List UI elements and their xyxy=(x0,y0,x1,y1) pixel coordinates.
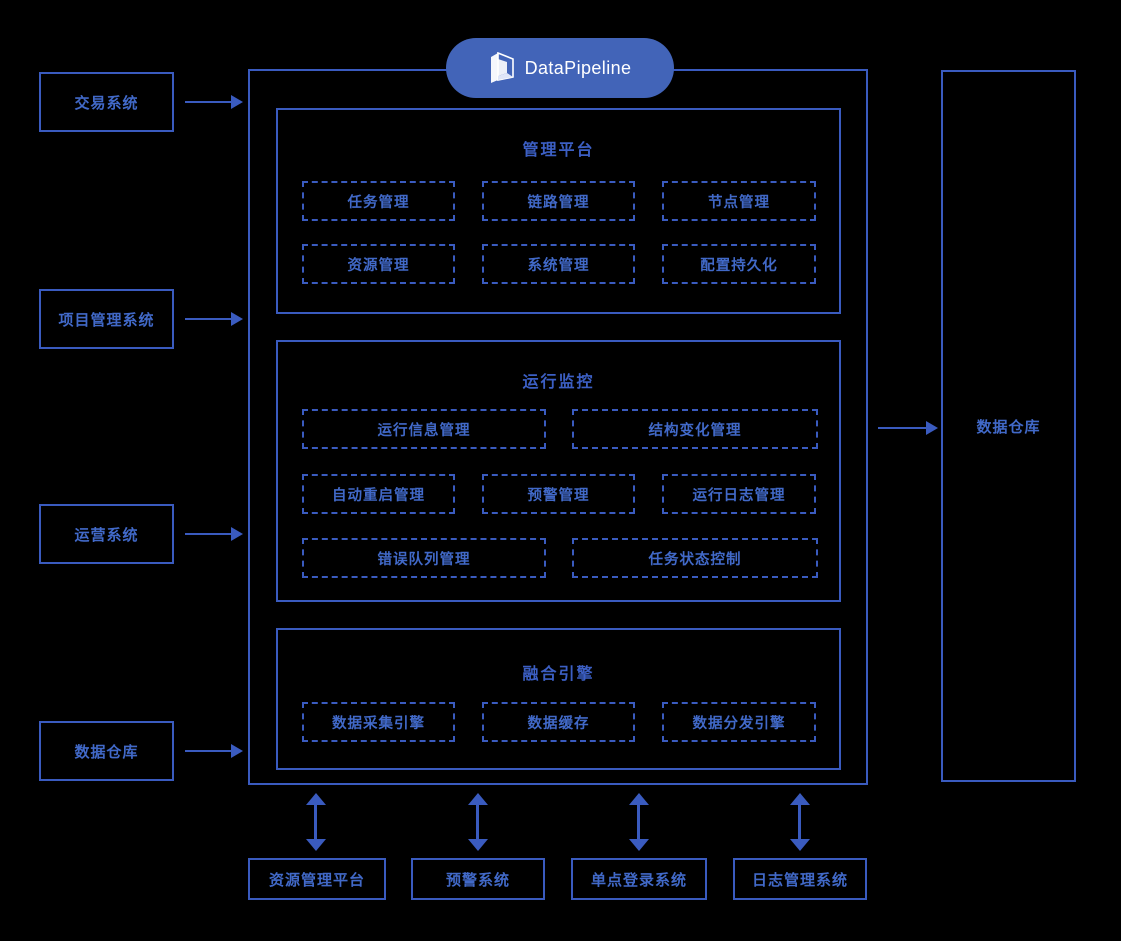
module-label: 数据分发引擎 xyxy=(692,715,786,732)
arrow-source-2-to-platform xyxy=(185,527,243,541)
module-label: 节点管理 xyxy=(708,194,770,211)
section-title-management-platform: 管理平台 xyxy=(522,142,595,159)
source-box-1-label: 项目管理系统 xyxy=(58,311,155,329)
arrow-bidirectional-support-0 xyxy=(306,793,326,851)
support-box-3-label: 日志管理系统 xyxy=(751,871,848,889)
section-runtime-monitoring xyxy=(276,340,841,602)
module-label: 任务状态控制 xyxy=(648,551,742,568)
support-box-1-label: 预警系统 xyxy=(445,871,510,889)
module-alert-management[interactable]: 预警管理 xyxy=(482,474,635,514)
support-box-1[interactable]: 预警系统 xyxy=(411,858,545,900)
module-label: 配置持久化 xyxy=(700,257,778,274)
module-data-distribution-engine[interactable]: 数据分发引擎 xyxy=(662,702,816,742)
module-link-management[interactable]: 链路管理 xyxy=(482,181,635,221)
module-label: 任务管理 xyxy=(347,194,410,211)
module-auto-restart-management[interactable]: 自动重启管理 xyxy=(302,474,455,514)
section-fusion-engine xyxy=(276,628,841,770)
section-title-fusion-engine: 融合引擎 xyxy=(522,666,595,683)
module-runtime-log-management[interactable]: 运行日志管理 xyxy=(662,474,816,514)
module-error-queue-management[interactable]: 错误队列管理 xyxy=(302,538,546,578)
source-box-2-label: 运营系统 xyxy=(74,526,139,544)
module-system-management[interactable]: 系统管理 xyxy=(482,244,635,284)
brand-name: DataPipeline xyxy=(524,57,632,78)
module-label: 资源管理 xyxy=(347,257,410,274)
arrow-platform-to-warehouse xyxy=(878,421,938,435)
module-task-management[interactable]: 任务管理 xyxy=(302,181,455,221)
module-label: 预警管理 xyxy=(527,487,590,504)
target-box-label: 数据仓库 xyxy=(976,418,1041,436)
module-config-persistence[interactable]: 配置持久化 xyxy=(662,244,816,284)
section-management-platform xyxy=(276,108,841,314)
support-box-2-label: 单点登录系统 xyxy=(590,871,687,889)
support-box-0[interactable]: 资源管理平台 xyxy=(248,858,386,900)
section-title-runtime-monitoring: 运行监控 xyxy=(522,374,595,391)
brand-pill[interactable]: DataPipeline xyxy=(446,38,674,98)
module-label: 运行信息管理 xyxy=(377,422,471,439)
module-data-cache[interactable]: 数据缓存 xyxy=(482,702,635,742)
support-box-2[interactable]: 单点登录系统 xyxy=(571,858,707,900)
module-label: 链路管理 xyxy=(527,194,590,211)
source-box-3-label: 数据仓库 xyxy=(74,743,139,761)
support-box-0-label: 资源管理平台 xyxy=(268,871,365,889)
module-structure-change-management[interactable]: 结构变化管理 xyxy=(572,409,818,449)
module-label: 系统管理 xyxy=(527,257,590,274)
module-task-state-control[interactable]: 任务状态控制 xyxy=(572,538,818,578)
module-label: 自动重启管理 xyxy=(332,487,425,504)
arrow-source-0-to-platform xyxy=(185,95,243,109)
source-box-1[interactable]: 项目管理系统 xyxy=(39,289,174,349)
arrow-source-1-to-platform xyxy=(185,312,243,326)
source-box-2[interactable]: 运营系统 xyxy=(39,504,174,564)
module-label: 错误队列管理 xyxy=(377,551,471,568)
arrow-bidirectional-support-1 xyxy=(468,793,488,851)
source-box-0-label: 交易系统 xyxy=(74,94,139,112)
module-label: 数据缓存 xyxy=(527,715,590,732)
arrow-bidirectional-support-3 xyxy=(790,793,810,851)
arrow-source-3-to-platform xyxy=(185,744,243,758)
module-resource-management[interactable]: 资源管理 xyxy=(302,244,455,284)
module-label: 结构变化管理 xyxy=(648,422,742,439)
module-node-management[interactable]: 节点管理 xyxy=(662,181,816,221)
module-runtime-info-management[interactable]: 运行信息管理 xyxy=(302,409,546,449)
module-label: 运行日志管理 xyxy=(692,487,786,504)
module-data-collection-engine[interactable]: 数据采集引擎 xyxy=(302,702,455,742)
source-box-0[interactable]: 交易系统 xyxy=(39,72,174,132)
target-box-data-warehouse[interactable]: 数据仓库 xyxy=(941,70,1076,782)
module-label: 数据采集引擎 xyxy=(332,715,425,732)
support-box-3[interactable]: 日志管理系统 xyxy=(733,858,867,900)
source-box-3[interactable]: 数据仓库 xyxy=(39,721,174,781)
arrow-bidirectional-support-2 xyxy=(629,793,649,851)
datapipeline-logo-icon xyxy=(490,52,514,83)
